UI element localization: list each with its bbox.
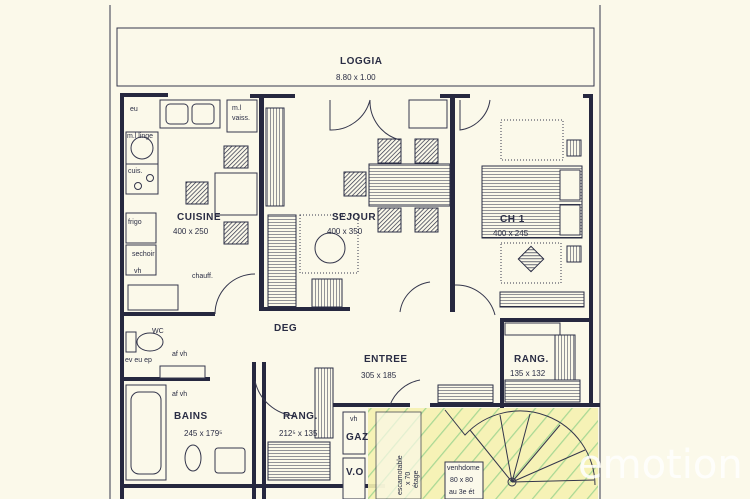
hall: DEG ENTREE 305 x 185 (214, 273, 496, 417)
storage-right-dims: 135 x 132 (510, 369, 546, 378)
wc-af-vh-top: af vh (172, 351, 187, 358)
bathroom: BAINS 245 x 179⁵ (125, 384, 246, 481)
utility-ducts: vh GAZ V.O (342, 411, 369, 499)
skylight-note: au 3e ét (449, 489, 474, 496)
gas-vh: vh (350, 416, 358, 423)
storage-left-label: RANG. (283, 411, 318, 422)
entrance-dims: 305 x 185 (361, 371, 397, 380)
walls (120, 93, 600, 499)
bathroom-dims: 245 x 179⁵ (184, 429, 222, 438)
plant (408, 99, 448, 129)
fixture-cooker: cuis. (128, 168, 142, 175)
storage-right: RANG. 135 x 132 (504, 322, 581, 403)
gas-label: GAZ (346, 432, 369, 443)
wc: WC ev eu ep af vh af vh (125, 328, 206, 398)
fixture-washer: m.l linge (127, 133, 153, 140)
living-room: SEJOUR 400 x 350 (265, 99, 451, 308)
loggia-label: LOGGIA (340, 56, 382, 67)
loggia: LOGGIA 8.80 x 1.00 (116, 27, 595, 87)
entrance-label: ENTREE (364, 354, 408, 365)
stairs-note-escamotable: escamotable (397, 455, 404, 495)
kitchen-dims: 400 x 250 (173, 227, 209, 236)
kitchen: eu m.l vaiss. m.l linge cuis. frigo sech… (125, 99, 258, 311)
stairs-note-size: x 70 (405, 472, 412, 485)
skylight-dims: 80 x 80 (450, 477, 473, 484)
kitchen-label: CUISINE (177, 212, 221, 223)
loggia-dims: 8.80 x 1.00 (336, 73, 376, 82)
storage-right-label: RANG. (514, 354, 549, 365)
wc-af-vh-bottom: af vh (172, 391, 187, 398)
hall-label: DEG (274, 323, 297, 334)
skylight-label: venhdome (447, 465, 480, 472)
fixture-boiler: chauff. (192, 273, 213, 280)
fixture-vh: vh (134, 268, 142, 275)
wc-label: WC (152, 328, 164, 335)
living-dims: 400 x 350 (327, 227, 363, 236)
living-label: SEJOUR (332, 212, 376, 223)
bedroom-label: CH 1 (500, 214, 525, 225)
fixture-fridge: frigo (128, 219, 142, 226)
bathroom-label: BAINS (174, 411, 208, 422)
fixture-dishwasher-label: vaiss. (232, 115, 250, 122)
fixture-dishwasher: m.l (232, 105, 242, 112)
stairs-note-floor: étage (413, 470, 420, 488)
wc-pipes: ev eu ep (125, 357, 152, 364)
staircase: escamotable x 70 étage venhdome 80 x 80 … (368, 408, 598, 499)
storage-left-dims: 212⁵ x 135 (279, 429, 318, 438)
bedroom-dims: 400 x 245 (493, 229, 529, 238)
storage-left: RANG. 212⁵ x 135 (267, 367, 334, 481)
vo-label: V.O (346, 467, 364, 478)
fixture-dryer: sechoir (132, 251, 155, 258)
watermark-logo: emotion (578, 442, 743, 488)
bedroom: CH 1 400 x 245 (459, 99, 585, 308)
fixture-eu: eu (130, 106, 138, 113)
